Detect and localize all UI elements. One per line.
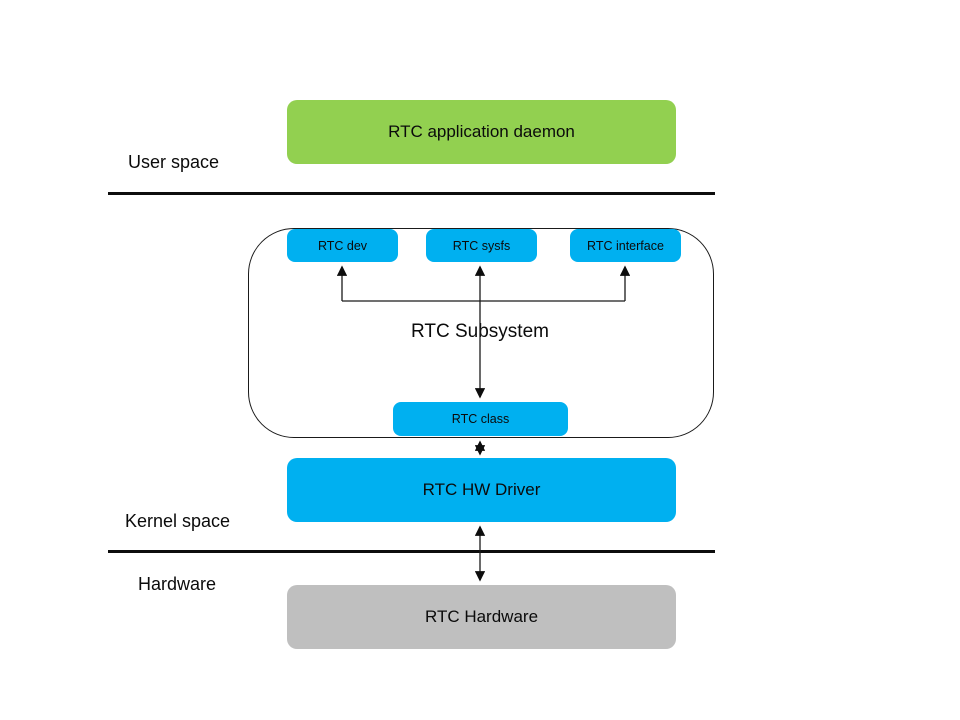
rtc-dev-label: RTC dev bbox=[317, 238, 368, 253]
rtc-application-daemon-label: RTC application daemon bbox=[388, 122, 575, 141]
user-kernel-separator-line bbox=[108, 192, 715, 195]
rtc-dev-box: RTC dev bbox=[287, 229, 398, 262]
rtc-class-box: RTC class bbox=[393, 402, 568, 436]
rtc-hw-driver-label: RTC HW Driver bbox=[422, 480, 541, 499]
rtc-subsystem-title: RTC Subsystem bbox=[411, 321, 549, 342]
rtc-application-daemon-box: RTC application daemon bbox=[287, 100, 676, 164]
rtc-sysfs-box: RTC sysfs bbox=[426, 229, 537, 262]
rtc-hw-driver-box: RTC HW Driver bbox=[287, 458, 676, 522]
hardware-label: Hardware bbox=[138, 574, 217, 594]
user-space-label: User space bbox=[128, 152, 220, 172]
rtc-subsystem-container bbox=[248, 228, 714, 438]
kernel-hardware-separator-line bbox=[108, 550, 715, 553]
rtc-hardware-label: RTC Hardware bbox=[424, 607, 539, 626]
kernel-space-label: Kernel space bbox=[125, 511, 231, 531]
rtc-hardware-box: RTC Hardware bbox=[287, 585, 676, 649]
rtc-class-label: RTC class bbox=[451, 412, 510, 426]
rtc-interface-box: RTC interface bbox=[570, 229, 681, 262]
rtc-sysfs-label: RTC sysfs bbox=[452, 238, 511, 253]
rtc-interface-label: RTC interface bbox=[587, 238, 664, 253]
